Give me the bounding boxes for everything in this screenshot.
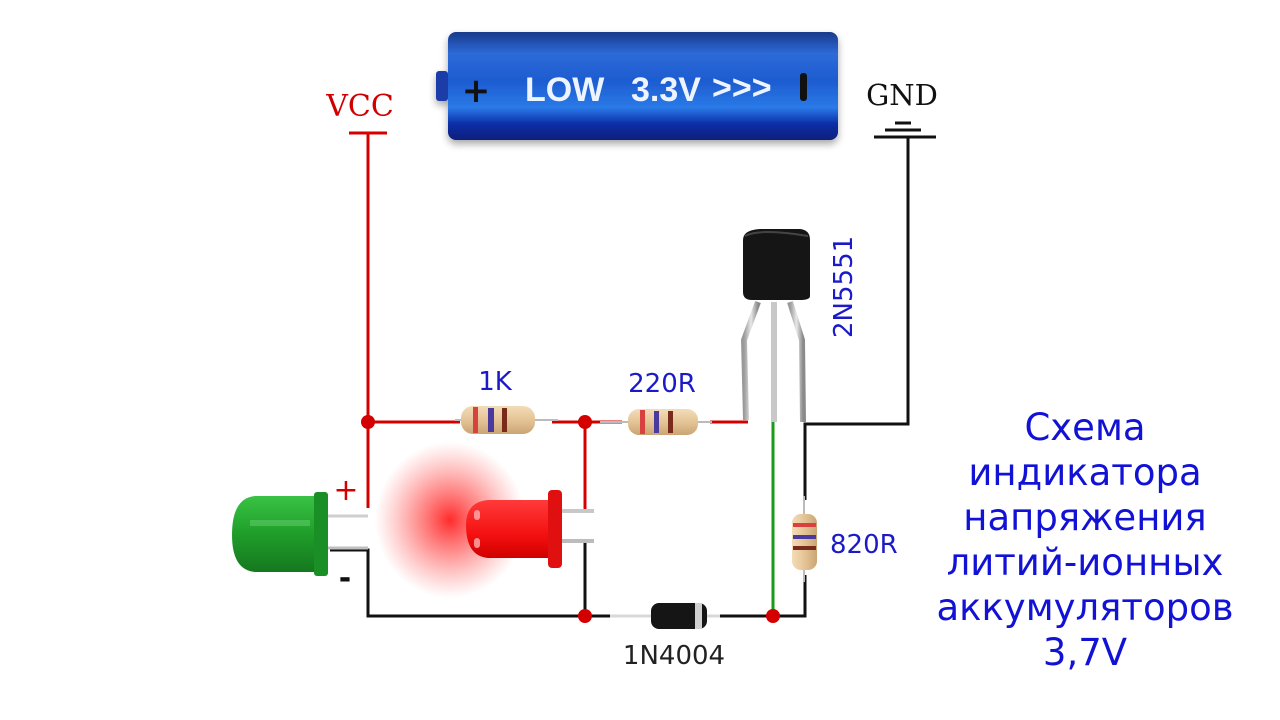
diode-label: 1N4004	[623, 641, 725, 671]
resistor-band	[668, 411, 673, 433]
resistor-band	[793, 535, 816, 539]
resistor-band	[488, 408, 494, 432]
caption-line: аккумуляторов	[936, 586, 1234, 629]
caption: Схема индикатора напряжения литий-ионных…	[900, 405, 1270, 675]
resistor-band	[793, 546, 816, 550]
resistor-1k	[455, 406, 558, 434]
resistor-band	[793, 523, 816, 527]
junction-dot	[361, 415, 375, 429]
battery-voltage: 3.3V	[631, 71, 701, 109]
ground-icon	[874, 121, 936, 139]
caption-line: 3,7V	[1042, 631, 1128, 674]
junction-dot	[578, 609, 592, 623]
caption-line: индикатора	[968, 451, 1202, 494]
transistor-2n5551	[740, 229, 810, 423]
resistor-band	[473, 407, 478, 433]
diode-1n4004	[610, 603, 720, 629]
battery-minus-icon	[800, 73, 807, 101]
resistor-220r	[600, 409, 712, 435]
resistor-band	[502, 408, 507, 432]
caption-line: Схема	[1024, 406, 1146, 449]
resistor-band	[654, 411, 659, 433]
vcc-label: VCC	[325, 89, 394, 124]
gnd-label: GND	[866, 78, 938, 112]
resistor-820r	[792, 496, 817, 582]
led-minus-icon: -	[339, 561, 351, 596]
led-glow	[375, 442, 525, 598]
caption-line: литий-ионных	[946, 541, 1224, 584]
resistor-820r-label: 820R	[830, 530, 898, 560]
led-red	[466, 490, 594, 568]
battery-body	[448, 32, 838, 140]
resistor-220r-label: 220R	[628, 369, 696, 399]
battery-arrows: >>>	[712, 69, 772, 107]
led-plus-icon: +	[333, 473, 358, 508]
battery-status-text: LOW	[525, 71, 605, 109]
battery-plus-icon: +	[462, 71, 491, 111]
caption-line: напряжения	[963, 496, 1207, 539]
junctions	[361, 415, 780, 623]
resistor-band	[640, 410, 645, 434]
junction-dot	[766, 609, 780, 623]
transistor-label: 2N5551	[829, 236, 859, 338]
gnd-wires	[330, 137, 910, 618]
resistor-1k-label: 1K	[478, 367, 513, 397]
junction-dot	[578, 415, 592, 429]
battery-terminal	[436, 71, 448, 101]
led-green	[232, 492, 368, 576]
battery	[436, 32, 838, 140]
